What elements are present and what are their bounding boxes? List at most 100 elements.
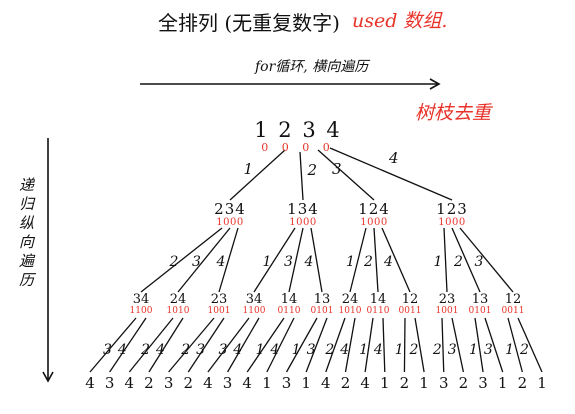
node-used-array: 1000 bbox=[289, 217, 317, 228]
edge-label: 4 bbox=[389, 149, 399, 167]
edge-label: 1 bbox=[469, 342, 478, 358]
tree-edge-level2 bbox=[285, 317, 318, 373]
node-label: 23 bbox=[438, 292, 456, 307]
node-used-array: 1001 bbox=[435, 306, 459, 316]
tree-edge-level2 bbox=[474, 317, 484, 373]
node-used-array: 1010 bbox=[338, 306, 362, 316]
tree-edge-level2 bbox=[441, 317, 445, 373]
tree-edge-level2 bbox=[187, 317, 225, 373]
edge-label: 1 bbox=[243, 160, 254, 178]
node-label: 24 bbox=[169, 292, 187, 307]
node-label: 14 bbox=[280, 292, 298, 307]
tree-edge-root bbox=[229, 149, 286, 201]
leaf-value: 4 bbox=[360, 374, 370, 392]
node-label: 23 bbox=[210, 292, 228, 307]
edge-label: 2 bbox=[169, 253, 179, 270]
tree-edge-level1 bbox=[459, 227, 514, 293]
node-label: 12 bbox=[401, 292, 419, 307]
leaf-value: 2 bbox=[517, 374, 528, 392]
node-used-array: 1000 bbox=[360, 217, 388, 228]
node-label: 1 2 3 4 bbox=[254, 118, 342, 142]
tree-edge-level1 bbox=[373, 227, 379, 293]
node-label: 13 bbox=[313, 292, 331, 307]
tree-edge-level2 bbox=[517, 317, 543, 373]
node-used-array: 1100 bbox=[129, 306, 153, 316]
tree-edge-level2 bbox=[484, 317, 504, 373]
tree-edge-level2 bbox=[403, 317, 406, 373]
node-used-array: 0101 bbox=[310, 306, 334, 316]
edge-label: 4 bbox=[384, 253, 393, 270]
vertical-note-char: 向 bbox=[19, 233, 35, 251]
edge-label: 4 bbox=[270, 342, 280, 358]
tree-edge-level2 bbox=[414, 317, 425, 373]
leaf-value: 3 bbox=[222, 374, 233, 392]
horizontal-traversal-note: for循环, 横向遍历 bbox=[255, 59, 369, 75]
node-used-array: 0011 bbox=[398, 306, 422, 316]
edge-label: 3 bbox=[306, 342, 316, 358]
edge-label: 1 bbox=[505, 342, 515, 358]
leaf-value: 1 bbox=[380, 374, 390, 392]
tree-edge-root bbox=[329, 147, 453, 201]
edge-label: 1 bbox=[433, 253, 443, 270]
edge-label: 4 bbox=[340, 342, 350, 358]
tree-edge-level1 bbox=[177, 227, 231, 293]
tree-edge-level2 bbox=[128, 317, 174, 373]
node-used-array: 0110 bbox=[277, 306, 301, 316]
node-used-array: 0101 bbox=[468, 306, 492, 316]
leaf-value: 4 bbox=[124, 374, 135, 392]
edge-label: 2 bbox=[409, 342, 419, 358]
edge-label: 1 bbox=[255, 342, 265, 358]
node-used-array: 0110 bbox=[366, 306, 390, 316]
leaf-value: 4 bbox=[321, 374, 331, 392]
leaf-value: 1 bbox=[537, 374, 547, 392]
edge-label: 2 bbox=[520, 342, 529, 358]
tree-edge-level1 bbox=[253, 227, 296, 293]
node-label: 34 bbox=[245, 292, 263, 307]
edge-label: 4 bbox=[216, 253, 226, 270]
tree-edge-level2 bbox=[507, 317, 523, 373]
leaf-value: 2 bbox=[458, 374, 469, 392]
node-label: 24 bbox=[341, 292, 359, 307]
vertical-note-char: 递 bbox=[19, 176, 35, 194]
leaf-value: 1 bbox=[301, 374, 311, 392]
node-label: 12 bbox=[504, 292, 522, 307]
tree-edge-level1 bbox=[381, 227, 411, 293]
diagram-title: 全排列 (无重复数字) bbox=[158, 11, 340, 35]
edge-label: 1 bbox=[262, 253, 272, 270]
tree-edge-level2 bbox=[148, 317, 184, 373]
edge-label: 1 bbox=[394, 342, 404, 358]
leaf-value: 4 bbox=[85, 374, 95, 392]
vertical-arrow-head bbox=[42, 371, 54, 383]
vertical-note-char: 归 bbox=[19, 195, 35, 213]
node-used-array: 1010 bbox=[166, 306, 190, 316]
branch-dedup-note: 树枝去重 bbox=[415, 102, 492, 124]
leaf-value: 3 bbox=[281, 374, 292, 392]
edge-label: 3 bbox=[474, 253, 484, 270]
edge-label: 4 bbox=[373, 342, 383, 358]
edge-label: 1 bbox=[359, 342, 368, 358]
vertical-note-char: 纵 bbox=[19, 214, 35, 232]
leaf-value: 2 bbox=[183, 374, 194, 392]
edge-label: 2 bbox=[307, 161, 318, 179]
tree-edge-level2 bbox=[207, 317, 250, 373]
edge-label: 2 bbox=[432, 342, 442, 358]
tree-edge-level1 bbox=[443, 227, 448, 293]
node-label: 124 bbox=[358, 200, 390, 218]
edge-label: 3 bbox=[332, 160, 342, 178]
tree-edge-level1 bbox=[140, 227, 223, 293]
node-used-array: 1100 bbox=[242, 306, 266, 316]
edge-label: 2 bbox=[325, 342, 335, 358]
edge-label: 4 bbox=[117, 342, 127, 358]
edge-label: 2 bbox=[141, 342, 151, 358]
